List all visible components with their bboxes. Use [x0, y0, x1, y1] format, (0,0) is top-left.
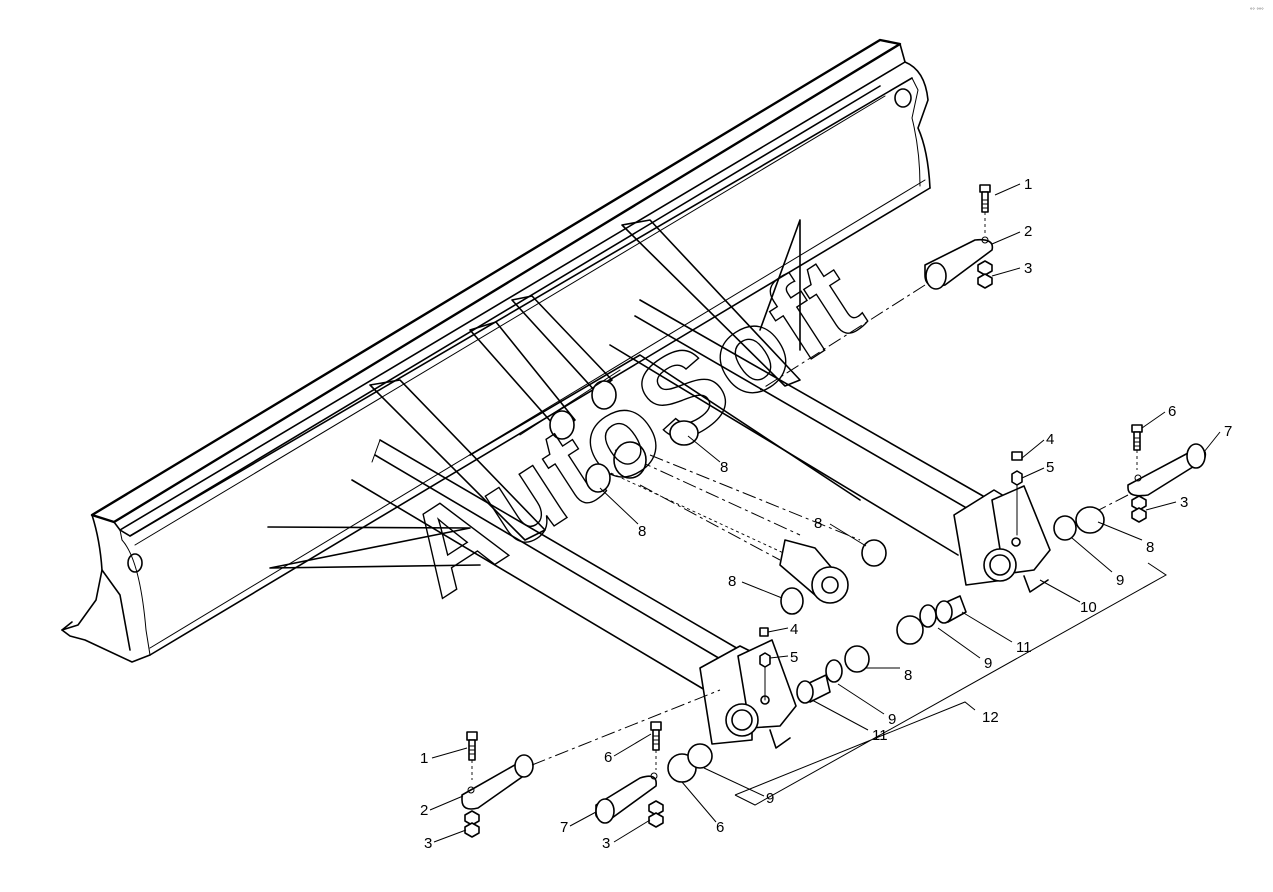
left-push-arm — [267, 439, 797, 749]
callout-2-lower: 2 — [420, 802, 428, 819]
callout-1-upper: 1 — [1024, 176, 1032, 193]
lower-pin-assembly — [461, 689, 721, 838]
callout-1-lower: 1 — [420, 750, 428, 767]
callout-11-right: 11 — [1016, 639, 1032, 656]
brace-struts — [369, 219, 861, 541]
callout-8-cylinder-left: 8 — [728, 573, 736, 590]
callout-9-bottom: 9 — [766, 790, 774, 807]
callout-leaders — [429, 183, 1221, 843]
upper-pin-assembly — [759, 184, 994, 391]
callout-3-right: 3 — [1180, 494, 1188, 511]
callout-11-lower: 11 — [872, 727, 888, 744]
callout-3-lower: 3 — [424, 835, 432, 852]
callout-5-left: 5 — [790, 649, 798, 666]
callout-4-right: 4 — [1046, 431, 1054, 448]
callout-7-lower: 7 — [560, 819, 568, 836]
callout-4-left: 4 — [790, 621, 798, 638]
group-bracket-12 — [734, 562, 1167, 806]
callout-3-lower-2: 3 — [602, 835, 610, 852]
callout-9-middle: 9 — [984, 655, 992, 672]
callout-8-left: 8 — [638, 523, 646, 540]
callout-labels: 1 2 3 4 5 6 7 3 8 9 10 11 9 8 12 9 11 8 … — [420, 176, 1232, 852]
callout-6-right: 6 — [1168, 403, 1176, 420]
callout-6-lower-2: 6 — [716, 819, 724, 836]
bushings-washers — [585, 420, 967, 704]
callout-10: 10 — [1080, 599, 1097, 616]
callout-3-upper: 3 — [1024, 260, 1032, 277]
right-pin-assembly — [1011, 424, 1207, 541]
callout-8-top: 8 — [720, 459, 728, 476]
corner-mark: °° °°° — [1250, 8, 1264, 14]
callout-9-right: 9 — [1116, 572, 1124, 589]
callout-8-right: 8 — [1146, 539, 1154, 556]
callout-6-lower: 6 — [604, 749, 612, 766]
callout-9-lower: 9 — [888, 711, 896, 728]
callout-12: 12 — [982, 709, 999, 726]
right-push-arm — [609, 299, 1051, 593]
tilt-cylinder — [599, 441, 849, 604]
callout-2-upper: 2 — [1024, 223, 1032, 240]
callout-5-right: 5 — [1046, 459, 1054, 476]
callout-7-right: 7 — [1224, 423, 1232, 440]
callout-8-middle: 8 — [904, 667, 912, 684]
callout-8-cylinder-top: 8 — [814, 515, 822, 532]
